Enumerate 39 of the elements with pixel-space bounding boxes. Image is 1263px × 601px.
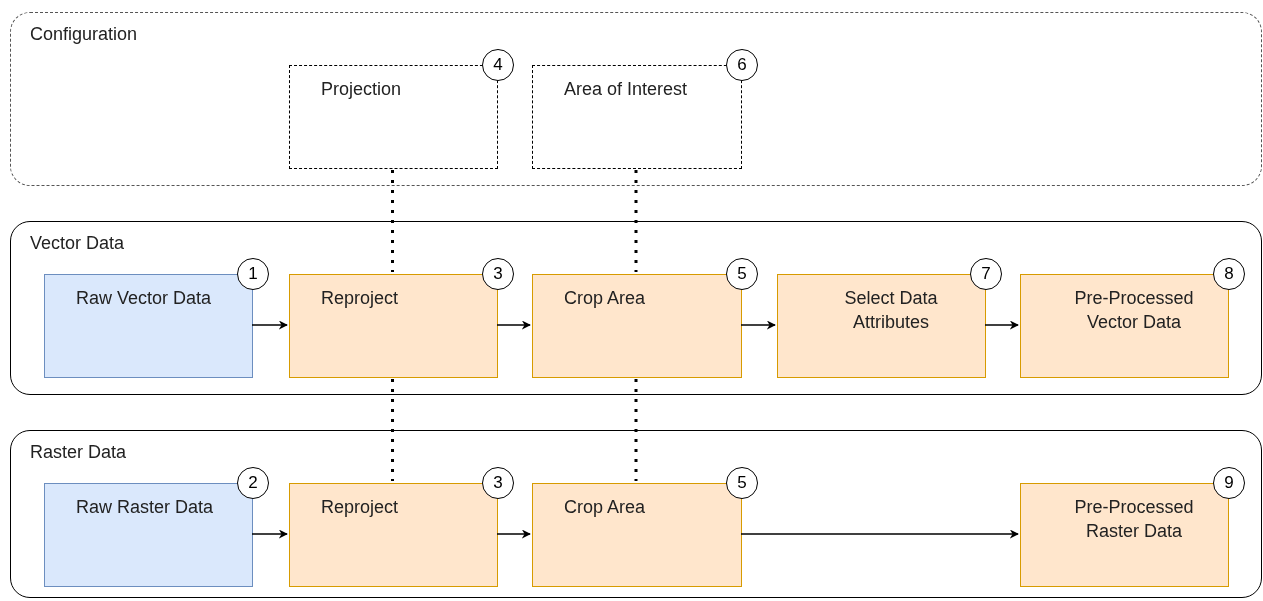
box-label: Pre-Processed Vector Data [1073, 287, 1195, 335]
arrow [740, 320, 776, 330]
connector-line [634, 379, 638, 481]
step-number: 7 [970, 258, 1002, 290]
step-number: 6 [726, 49, 758, 81]
arrow [496, 529, 531, 539]
group-panel [10, 221, 1262, 395]
box-label: Select Data Attributes [843, 287, 939, 335]
box-label: Area of Interest [563, 78, 689, 101]
box-label: Crop Area [563, 496, 647, 519]
connector-line [634, 170, 638, 272]
step-number: 4 [482, 49, 514, 81]
step-number: 3 [482, 467, 514, 499]
box-label: Raw Vector Data [75, 287, 213, 310]
arrow [496, 320, 531, 330]
arrow [251, 529, 288, 539]
arrow [251, 320, 288, 330]
arrow [740, 529, 1019, 539]
group-title: Raster Data [30, 442, 127, 463]
arrow [984, 320, 1019, 330]
connector-line [391, 170, 394, 272]
connector-line [391, 379, 394, 481]
box-label: Reproject [320, 287, 400, 310]
step-number: 3 [482, 258, 514, 290]
box-label: Crop Area [563, 287, 647, 310]
group-panel [10, 430, 1262, 598]
box-label: Projection [320, 78, 403, 101]
group-title: Configuration [30, 24, 138, 45]
step-number: 8 [1213, 258, 1245, 290]
step-number: 1 [237, 258, 269, 290]
box-label: Raw Raster Data [75, 496, 215, 519]
group-title: Vector Data [30, 233, 125, 254]
box-label: Reproject [320, 496, 400, 519]
group-panel [10, 12, 1262, 186]
step-number: 2 [237, 467, 269, 499]
step-number: 9 [1213, 467, 1245, 499]
box-label: Pre-Processed Raster Data [1073, 496, 1195, 544]
step-number: 5 [726, 258, 758, 290]
step-number: 5 [726, 467, 758, 499]
